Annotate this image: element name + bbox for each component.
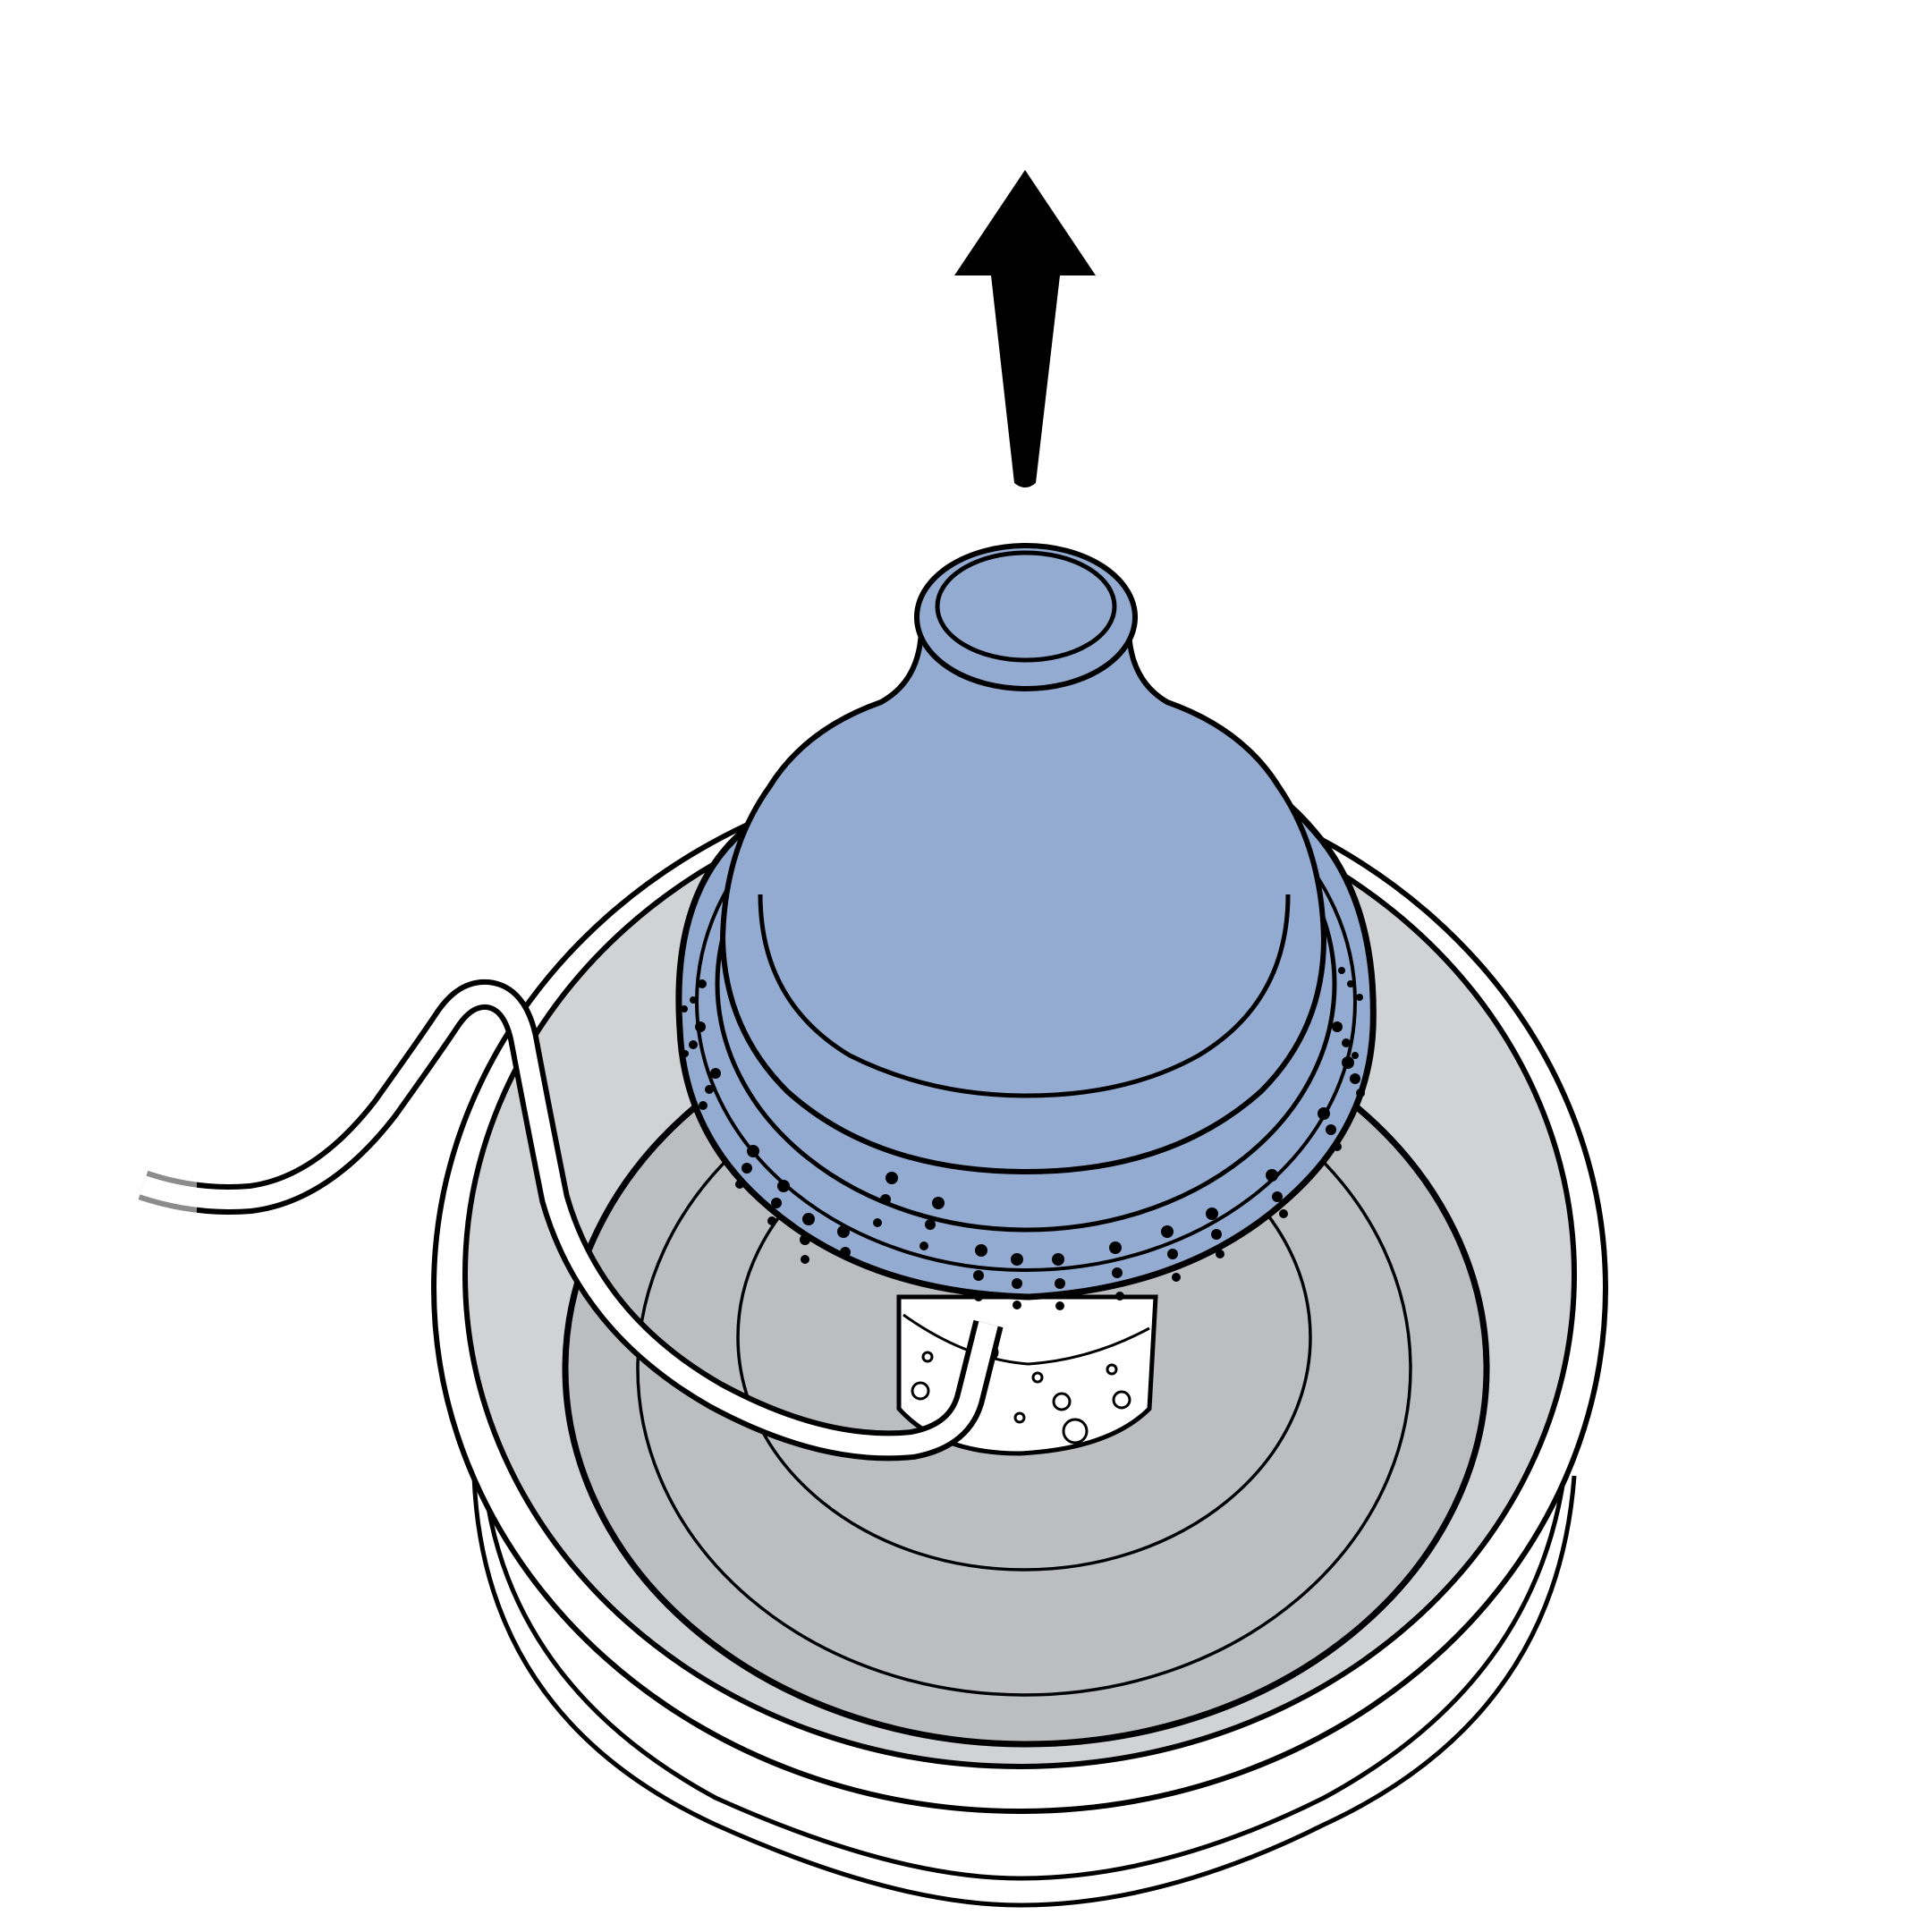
power-cord: [125, 979, 1004, 1462]
top-cover: [675, 543, 1377, 1310]
dome: [719, 623, 1327, 1175]
base: [471, 1466, 1577, 1908]
lift-arrow-icon: [954, 170, 1096, 487]
spout: [914, 543, 1138, 691]
skirt-holes: [681, 967, 1365, 1310]
